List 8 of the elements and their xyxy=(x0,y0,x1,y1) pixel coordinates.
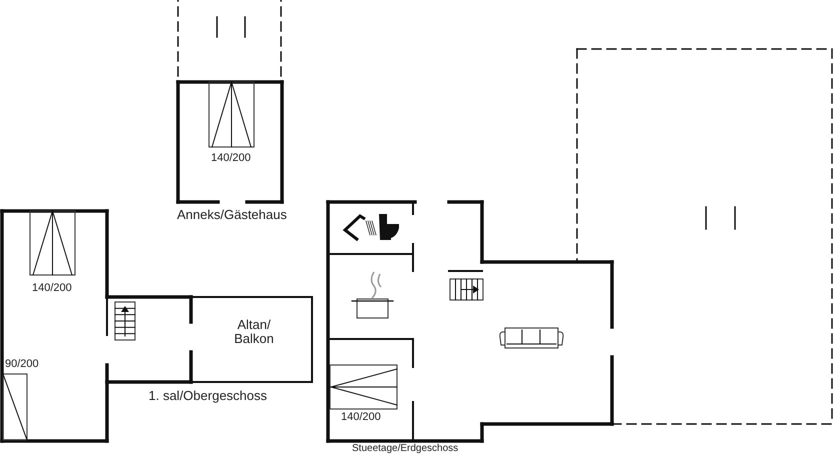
floor-label: 1. sal/Obergeschoss xyxy=(148,389,268,404)
building-label: Anneks/Gästehaus xyxy=(177,208,287,222)
bed-size-label: 140/200 xyxy=(211,152,251,164)
floor-label: Stueetage/Erdgeschoss xyxy=(352,443,458,454)
bed-size-label: 140/200 xyxy=(341,411,381,424)
room-label: Altan/ Balkon xyxy=(233,318,275,347)
bed-size-label: 90/200 xyxy=(5,358,39,370)
bed-size-label: 140/200 xyxy=(32,282,72,294)
